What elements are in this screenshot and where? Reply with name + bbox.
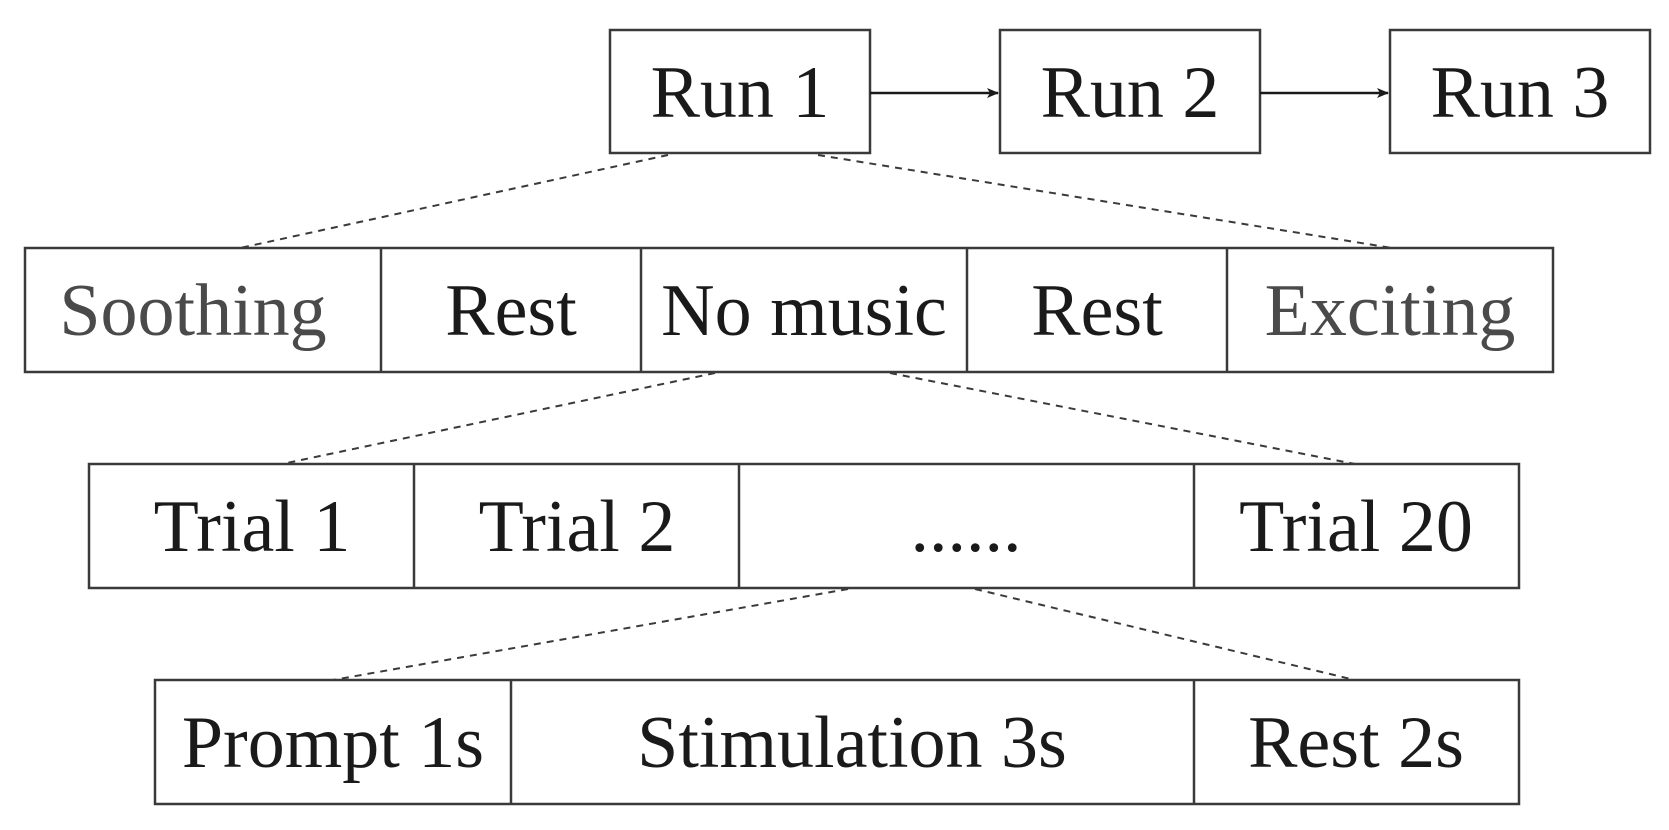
run-3-box xyxy=(1388,28,1652,155)
trial-2-label: Trial 2 xyxy=(479,486,676,568)
phase-stimulation-label: Stimulation 3s xyxy=(637,702,1067,784)
expand-line-left-3 xyxy=(332,588,849,681)
trial-ellipsis-label: ...... xyxy=(911,486,1022,568)
run-1-label: Run 1 xyxy=(651,52,830,134)
expand-line-right-1 xyxy=(817,154,1393,249)
expand-line-left-2 xyxy=(281,372,716,465)
run-1-box xyxy=(608,28,872,155)
expand-line-right-2 xyxy=(889,372,1356,465)
blocks-row-box xyxy=(23,246,1555,374)
trial-20-label: Trial 20 xyxy=(1239,486,1473,568)
run-2-box xyxy=(998,28,1262,155)
expand-line-right-3 xyxy=(974,588,1356,681)
block-exciting-label: Exciting xyxy=(1265,270,1516,352)
block-soothing-label: Soothing xyxy=(59,270,326,352)
trial-1-label: Trial 1 xyxy=(154,486,351,568)
block-rest-2-label: Rest xyxy=(1031,270,1163,352)
runs-row: Run 1 Run 2 Run 3 xyxy=(608,28,1652,155)
block-no-music-label: No music xyxy=(661,270,947,352)
phase-prompt-label: Prompt 1s xyxy=(182,702,484,784)
run-3-label: Run 3 xyxy=(1431,52,1610,134)
run-2-label: Run 2 xyxy=(1041,52,1220,134)
phases-row: Prompt 1s Stimulation 3s Rest 2s xyxy=(153,678,1521,806)
phase-rest-label: Rest 2s xyxy=(1248,702,1464,784)
trials-row-box xyxy=(87,462,1521,590)
phases-row-box xyxy=(153,678,1521,806)
blocks-row: Soothing Rest No music Rest Exciting xyxy=(23,246,1555,374)
expand-line-left-1 xyxy=(239,154,669,249)
block-rest-1-label: Rest xyxy=(445,270,577,352)
trials-row: Trial 1 Trial 2 ...... Trial 20 xyxy=(87,462,1521,590)
